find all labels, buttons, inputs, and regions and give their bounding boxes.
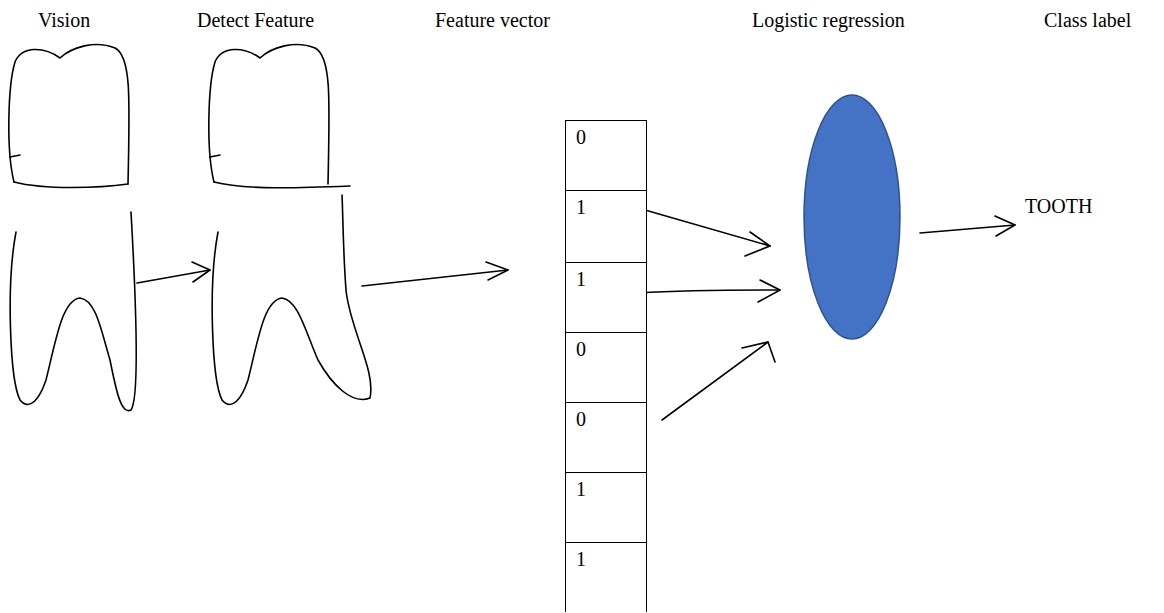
feature-value: 0 bbox=[566, 121, 646, 149]
feature-cell: 0 bbox=[565, 332, 647, 403]
feature-cell: 1 bbox=[565, 190, 647, 263]
feature-value: 1 bbox=[566, 543, 646, 571]
feature-cell: 0 bbox=[565, 120, 647, 191]
feature-cell: 1 bbox=[565, 542, 647, 612]
feature-cell: 1 bbox=[565, 472, 647, 543]
column-heading: Class label bbox=[1044, 8, 1131, 32]
column-heading: Feature vector bbox=[435, 8, 550, 32]
feature-value: 0 bbox=[566, 333, 646, 361]
feature-cell: 1 bbox=[565, 262, 647, 333]
column-heading: Logistic regression bbox=[752, 8, 905, 32]
column-heading: Vision bbox=[38, 8, 90, 32]
column-heading: Detect Feature bbox=[197, 8, 314, 32]
feature-value: 1 bbox=[566, 263, 646, 291]
feature-value: 1 bbox=[566, 191, 646, 219]
feature-value: 0 bbox=[566, 403, 646, 431]
class-label: TOOTH bbox=[1025, 194, 1092, 218]
feature-value: 1 bbox=[566, 473, 646, 501]
feature-cell: 0 bbox=[565, 402, 647, 473]
